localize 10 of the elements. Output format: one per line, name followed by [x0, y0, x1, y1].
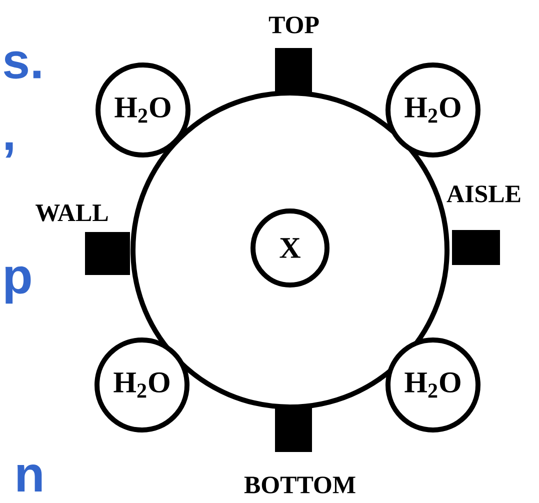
text-fragment: p	[6, 266, 31, 304]
node-label: H$_{2}$O	[404, 372, 460, 398]
text-fragment: n	[18, 464, 42, 492]
node-label: H$_{2}$O	[404, 97, 460, 123]
text-fragment: s.	[4, 51, 40, 79]
text-fragment: ,	[6, 142, 13, 158]
direction-label: TOP	[268, 16, 319, 34]
direction-label: WALL	[36, 204, 108, 222]
direction-label: BOTTOM	[244, 476, 356, 494]
direction-label: AISLE	[446, 186, 520, 202]
